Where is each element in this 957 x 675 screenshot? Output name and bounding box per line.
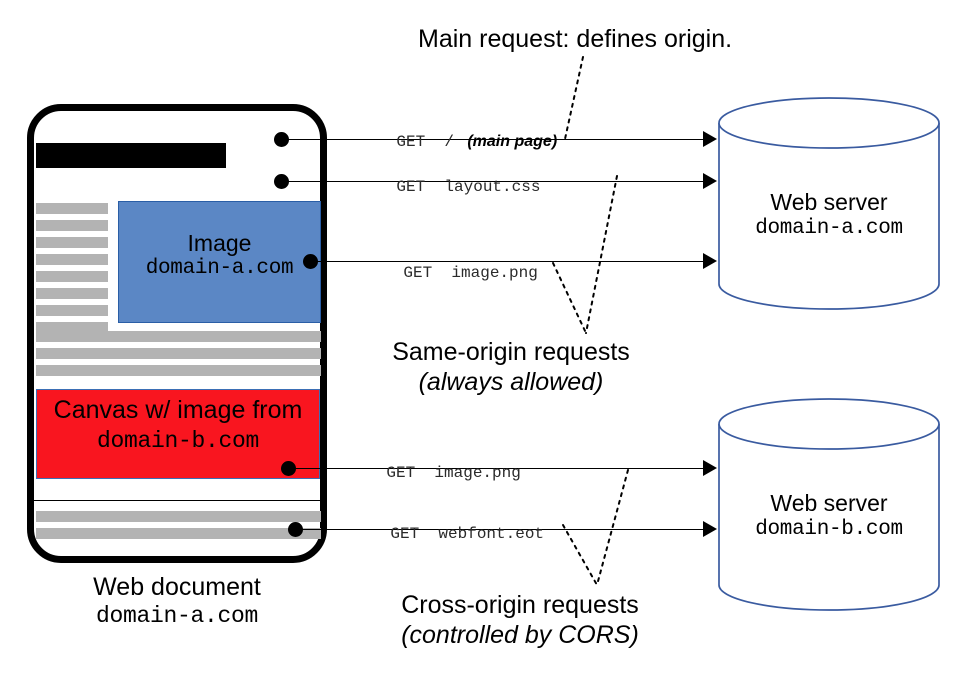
- text-line: [36, 528, 321, 539]
- request-dot-image-png-same-origin: [303, 254, 318, 269]
- same-origin-caption-line1: Same-origin requests: [392, 338, 630, 366]
- document-divider: [31, 500, 326, 501]
- text-line: [36, 365, 321, 376]
- cross-origin-caption-line1: Cross-origin requests: [401, 591, 639, 619]
- image-label-line2: domain-a.com: [145, 257, 294, 280]
- request-dot-layout-css: [274, 174, 289, 189]
- request-label-2: GET layout.css: [358, 160, 540, 214]
- cross-origin-caption-line2: (controlled by CORS): [401, 621, 639, 649]
- text-line: [36, 237, 108, 248]
- server-b-label-line2: domain-b.com: [755, 518, 903, 541]
- image-element: Image domain-a.com: [118, 201, 321, 323]
- main-request-title: Main request: defines origin.: [418, 25, 733, 53]
- server-b-label: Web server domain-b.com: [718, 490, 940, 543]
- server-b-label-line1: Web server: [770, 490, 888, 516]
- text-line: [36, 305, 108, 316]
- server-cylinder-domain-b: Web server domain-b.com: [718, 398, 940, 611]
- document-headline-bar: [36, 143, 226, 168]
- text-line: [36, 511, 321, 522]
- text-line: [36, 348, 321, 359]
- request-dot-webfont-eot: [288, 522, 303, 537]
- request-label-4: GET image.png: [348, 446, 521, 500]
- request-dot-image-png-cross-origin: [281, 461, 296, 476]
- request-arrow-head-2: [703, 173, 717, 189]
- request-label-5-text: GET webfont.eot: [390, 525, 545, 543]
- web-document-caption: Web document domain-a.com: [27, 572, 327, 631]
- text-line: [36, 322, 108, 333]
- request-label-3: GET image.png: [365, 246, 538, 300]
- request-arrow-head-4: [703, 460, 717, 476]
- text-line: [36, 203, 108, 214]
- text-line: [36, 288, 108, 299]
- request-arrow-line-4: [289, 468, 705, 469]
- canvas-label-line2: domain-b.com: [96, 428, 260, 454]
- request-arrow-head-1: [703, 131, 717, 147]
- canvas-label-line1: Canvas w/ image from: [53, 396, 303, 424]
- request-label-1-note: (main page): [454, 133, 558, 150]
- text-line: [36, 220, 108, 231]
- request-arrow-head-3: [703, 253, 717, 269]
- request-label-1: GET / (main page): [358, 115, 557, 169]
- server-a-label-line1: Web server: [770, 189, 888, 215]
- request-label-1-text: GET / (main page): [396, 133, 558, 151]
- request-label-2-text: GET layout.css: [396, 178, 541, 196]
- request-arrow-line-1: [282, 139, 705, 140]
- request-label-3-text: GET image.png: [403, 264, 538, 282]
- cross-origin-caption: Cross-origin requests (controlled by COR…: [375, 590, 665, 650]
- request-label-5: GET webfont.eot: [352, 507, 544, 561]
- request-arrow-line-3: [311, 261, 705, 262]
- image-label-line1: Image: [187, 230, 252, 256]
- text-line: [36, 331, 321, 342]
- same-origin-caption-line2: (always allowed): [418, 368, 604, 396]
- web-document-caption-line1: Web document: [93, 573, 261, 601]
- canvas-element: Canvas w/ image from domain-b.com: [36, 389, 320, 479]
- request-arrow-head-5: [703, 521, 717, 537]
- same-origin-caption: Same-origin requests (always allowed): [378, 337, 644, 397]
- web-document-caption-line2: domain-a.com: [95, 603, 259, 629]
- text-line: [36, 254, 108, 265]
- request-label-4-text: GET image.png: [386, 464, 521, 482]
- server-a-label-line2: domain-a.com: [755, 217, 903, 240]
- request-arrow-line-5: [296, 529, 705, 530]
- text-line: [36, 271, 108, 282]
- server-cylinder-domain-a: Web server domain-a.com: [718, 97, 940, 310]
- request-arrow-line-2: [282, 181, 705, 182]
- server-a-label: Web server domain-a.com: [718, 189, 940, 242]
- request-dot-main-page: [274, 132, 289, 147]
